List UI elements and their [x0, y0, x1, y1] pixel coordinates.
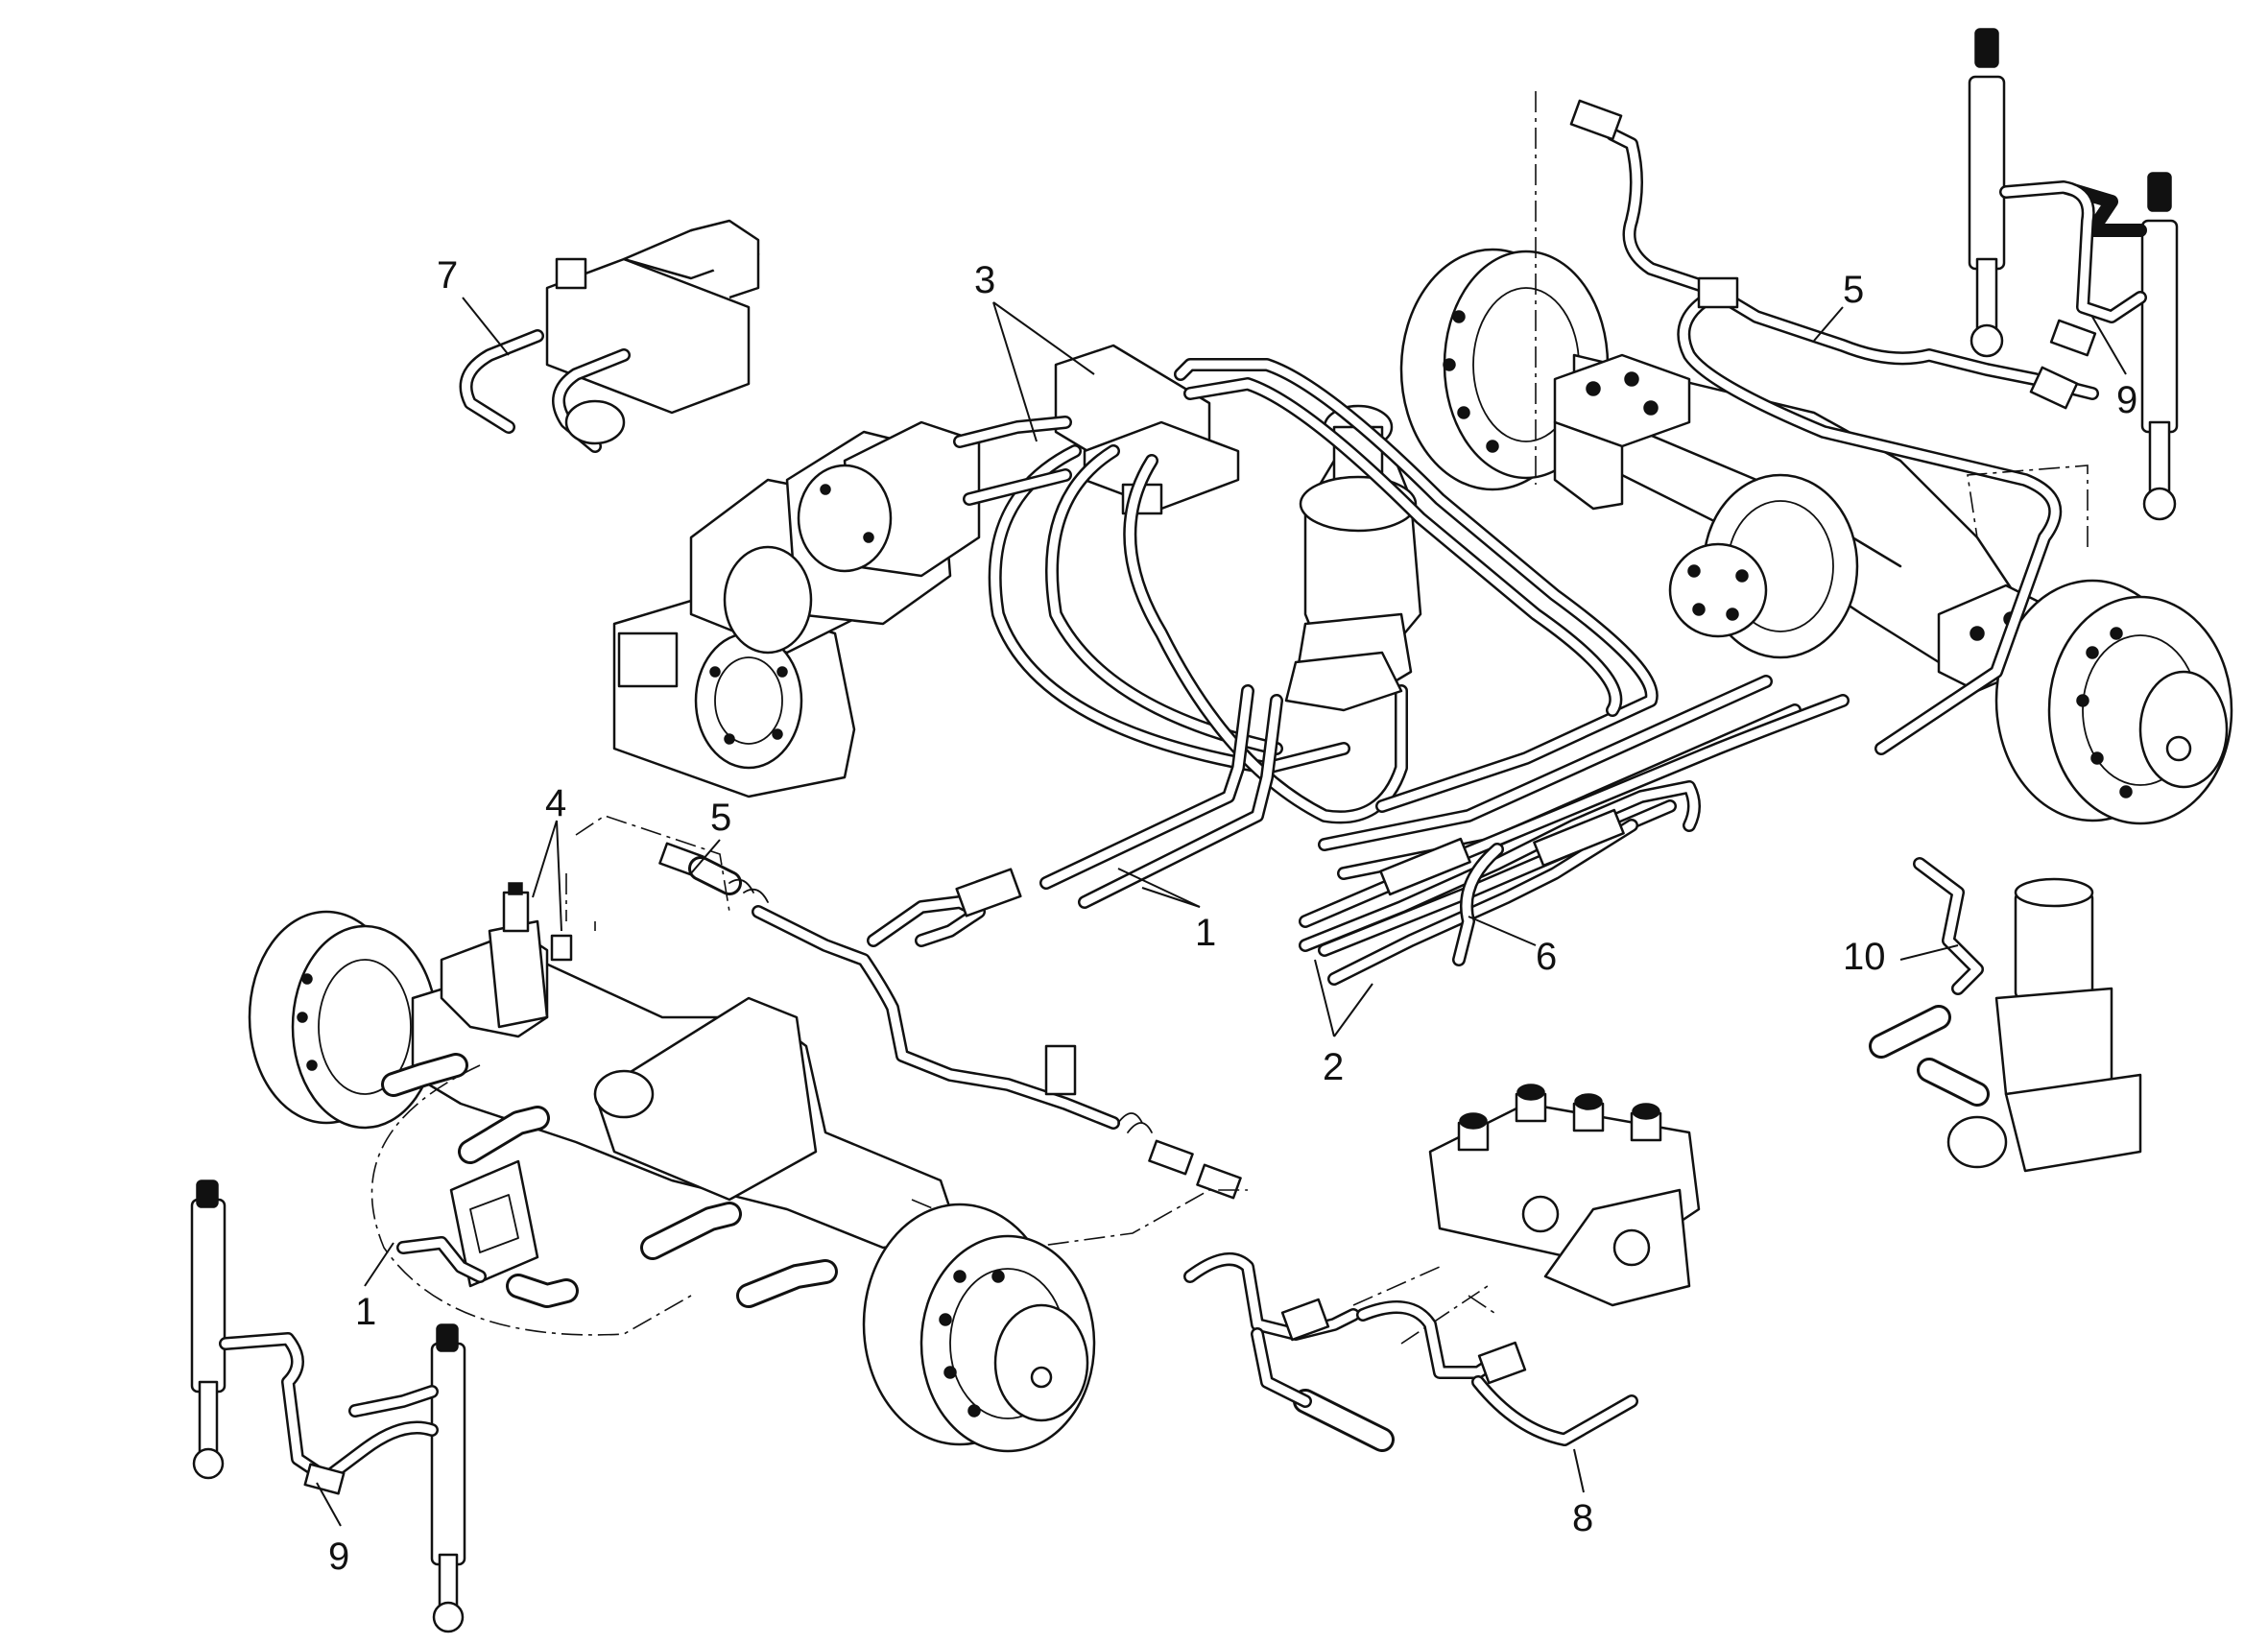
control-valve-block — [1054, 344, 1240, 515]
lines-2-6 — [1299, 780, 1701, 986]
pump-hoses — [953, 416, 1408, 824]
solenoid-valve-10 — [1869, 857, 2142, 1173]
hydraulic-pumps — [612, 420, 981, 798]
front-axle-hoses — [381, 1053, 838, 1308]
rear-brake-pipe — [1569, 99, 2099, 755]
callout-10: 10 — [1843, 936, 1886, 978]
rear-axle — [1399, 248, 2233, 825]
rear-axle-outline — [1535, 91, 2089, 547]
callout-5-rear: 5 — [1843, 269, 1864, 311]
manifold-block — [1352, 1084, 1701, 1345]
rear-suspension-cylinders — [1968, 28, 2179, 521]
callout-6: 6 — [1536, 936, 1557, 978]
callouts: 7 3 5 9 4 5 1 6 2 10 1 9 8 — [328, 254, 2137, 1578]
callout-5-front: 5 — [710, 797, 731, 839]
front-axle — [248, 815, 1248, 1453]
callout-7: 7 — [437, 254, 458, 297]
callout-1-front: 1 — [355, 1291, 376, 1333]
callout-3: 3 — [974, 259, 995, 301]
callout-9-rear: 9 — [2116, 379, 2137, 421]
callout-1-center: 1 — [1195, 912, 1216, 954]
valve-4 — [488, 882, 573, 1029]
callout-8: 8 — [1572, 1497, 1593, 1539]
brake-valve-7 — [459, 219, 760, 453]
callout-9-front: 9 — [328, 1536, 349, 1578]
callout-2: 2 — [1323, 1046, 1344, 1088]
leader-lines — [316, 297, 2127, 1527]
lines-8 — [1183, 1252, 1638, 1452]
callout-4: 4 — [545, 782, 566, 824]
front-suspension-cylinders — [190, 1179, 466, 1633]
